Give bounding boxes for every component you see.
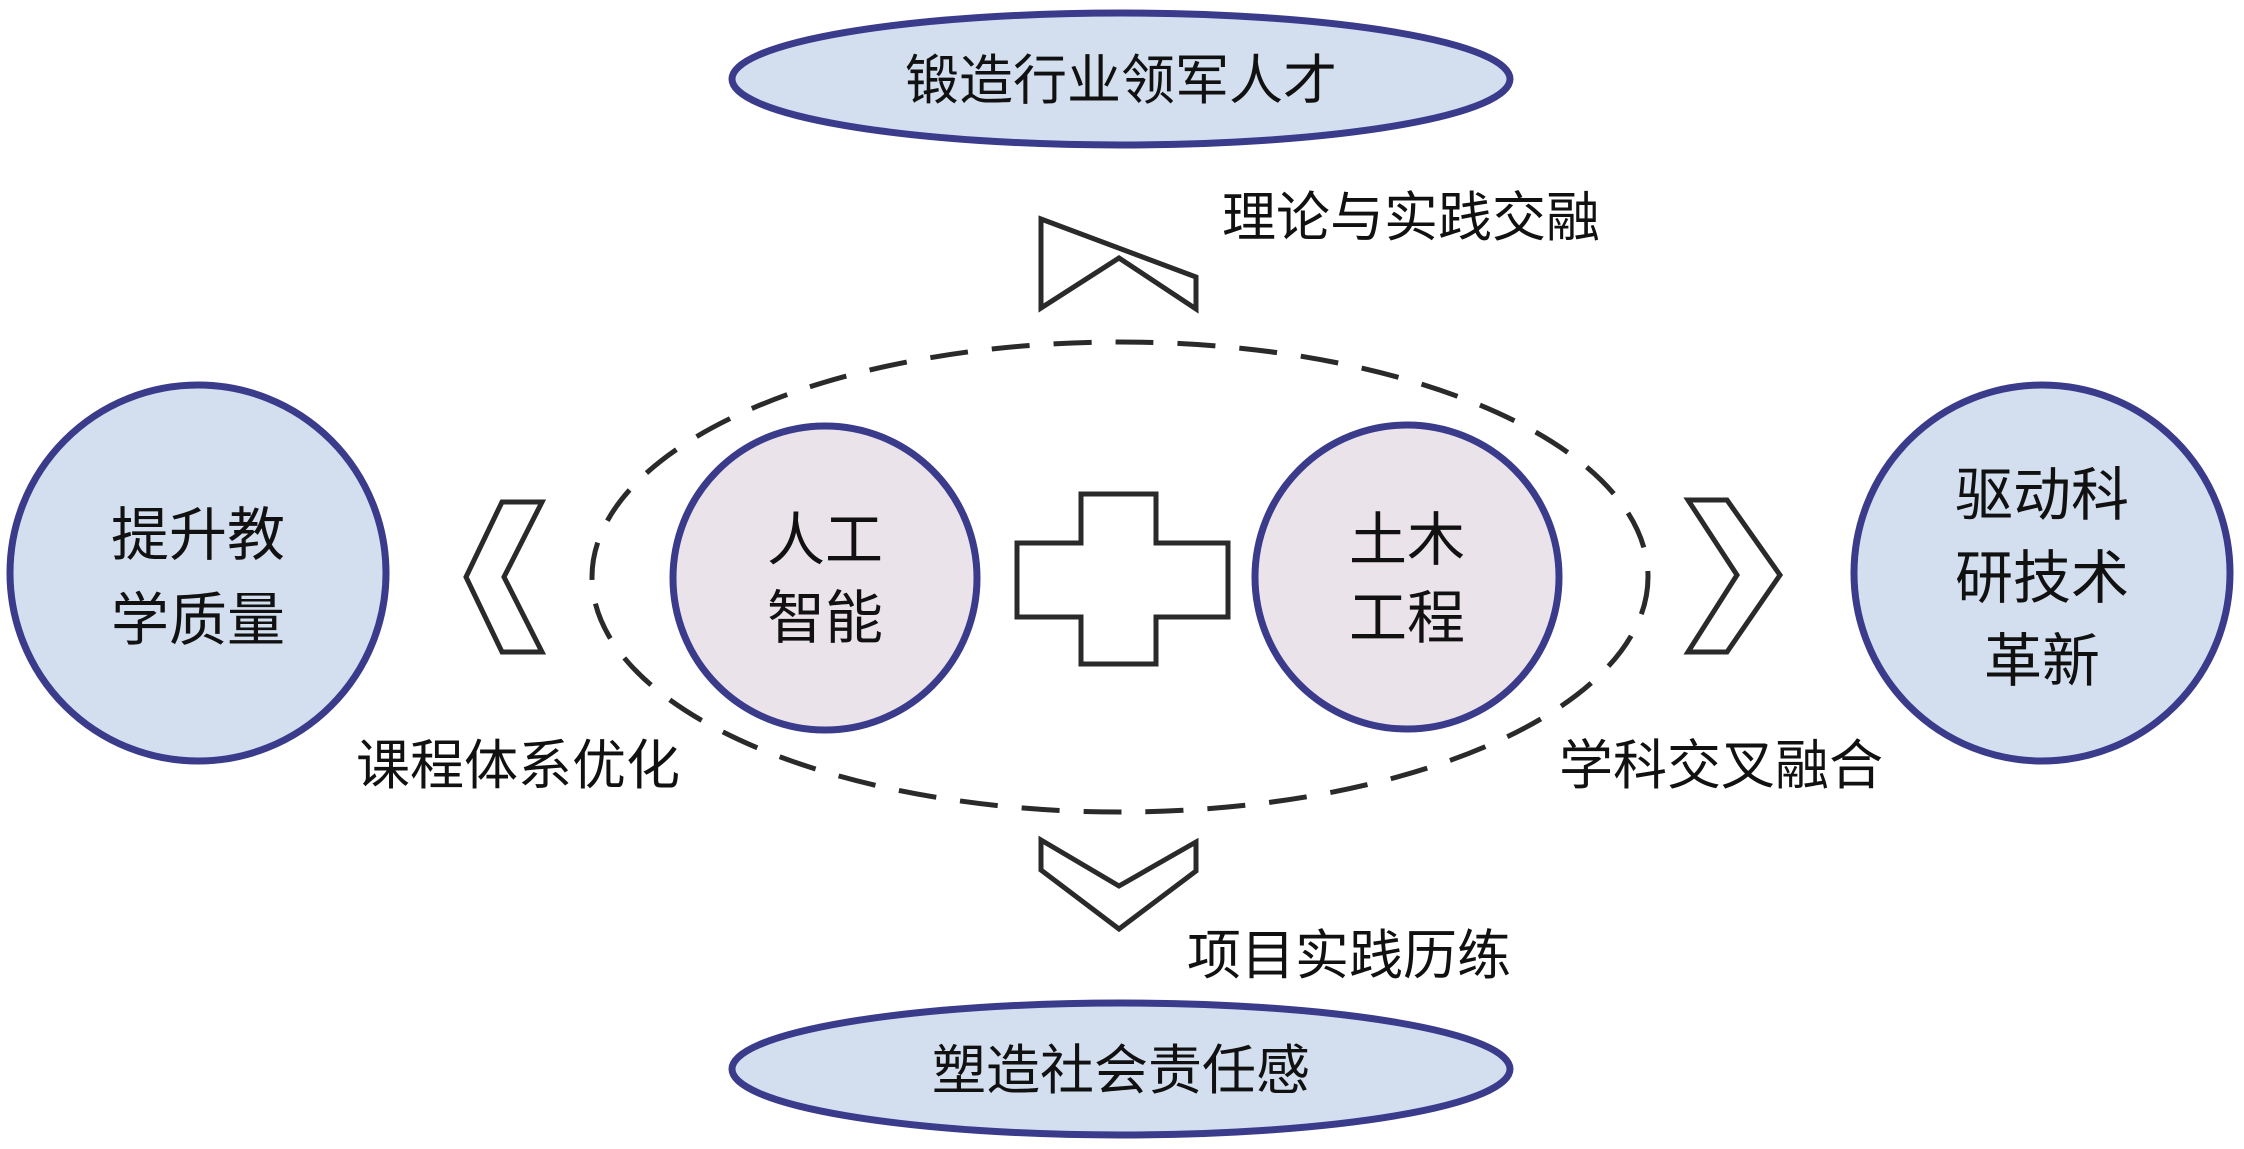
left-goal-line-1: 提升教 bbox=[111, 501, 285, 569]
integration-dashed-ellipse bbox=[589, 339, 1651, 815]
path-left-label: 课程体系优化 bbox=[356, 734, 680, 797]
path-down-label: 项目实践历练 bbox=[1187, 924, 1511, 987]
right-goal-line-2: 研技术 bbox=[1955, 544, 2129, 612]
ai-line-1: 人工 bbox=[767, 506, 883, 574]
ai-node: 人工 智能 bbox=[669, 422, 981, 734]
right-goal-line-3: 革新 bbox=[1984, 627, 2100, 695]
civil-engineering-node: 土木 工程 bbox=[1251, 421, 1563, 733]
civil-engineering-line-1: 土木 bbox=[1349, 506, 1465, 574]
civil-engineering-line-2: 工程 bbox=[1349, 584, 1465, 652]
ai-circle bbox=[669, 422, 981, 734]
left-goal-circle bbox=[6, 381, 390, 765]
top-goal-node: 锻造行业领军人才 bbox=[728, 9, 1514, 149]
bottom-goal-node: 塑造社会责任感 bbox=[728, 999, 1514, 1139]
bottom-goal-label: 塑造社会责任感 bbox=[932, 1039, 1310, 1102]
path-up-label: 理论与实践交融 bbox=[1222, 186, 1600, 249]
right-goal-circle bbox=[1850, 381, 2234, 765]
top-goal-ellipse bbox=[728, 9, 1514, 149]
right-goal-line-1: 驱动科 bbox=[1955, 461, 2129, 529]
right-goal-node: 驱动科 研技术 革新 bbox=[1850, 381, 2234, 765]
chevron-right-icon bbox=[1683, 497, 1784, 655]
ai-line-2: 智能 bbox=[767, 584, 883, 652]
chevron-down-icon bbox=[1038, 835, 1199, 933]
left-goal-node: 提升教 学质量 bbox=[6, 381, 390, 765]
plus-icon bbox=[1014, 491, 1231, 667]
top-goal-label: 锻造行业领军人才 bbox=[905, 49, 1337, 112]
chevron-up-icon bbox=[1038, 215, 1199, 314]
bottom-goal-ellipse bbox=[728, 999, 1514, 1139]
left-goal-line-2: 学质量 bbox=[111, 586, 285, 654]
path-right-label: 学科交叉融合 bbox=[1559, 734, 1883, 797]
civil-engineering-circle bbox=[1251, 421, 1563, 733]
chevron-left-icon bbox=[463, 499, 547, 655]
